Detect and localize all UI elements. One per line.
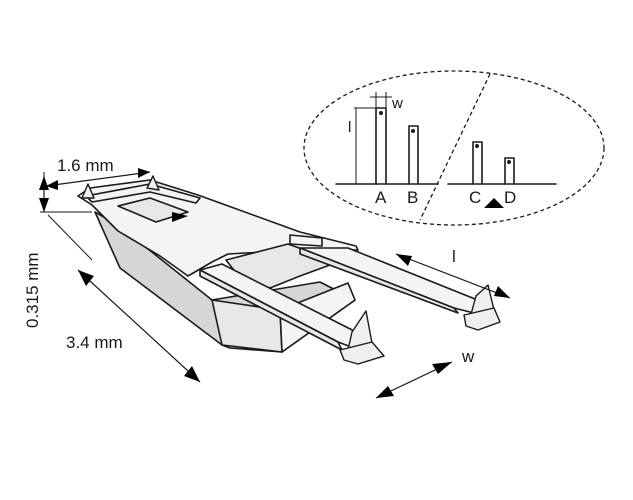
thickness-label: 0.315 mm: [23, 252, 42, 328]
inset-tip-b: [408, 125, 419, 185]
tip-long-base: [463, 307, 501, 331]
inset-l-label: l: [348, 119, 351, 136]
inset-ellipse: [303, 70, 605, 226]
inset-tip-c: [472, 141, 483, 185]
length-label: 3.4 mm: [66, 333, 123, 352]
inset-tip-label-a: A: [375, 188, 387, 207]
inset-tip-d: [504, 157, 515, 185]
inset-tip-label-c: C: [469, 188, 481, 207]
width-label: 1.6 mm: [57, 156, 114, 175]
tip-width-label: w: [461, 347, 475, 366]
tip-length-label: l: [452, 247, 456, 266]
inset-detail: [303, 70, 605, 226]
inset-divider: [419, 73, 491, 221]
inset-pointer: [484, 198, 504, 208]
tip-back-right: [146, 175, 160, 191]
raised-pad: [289, 234, 323, 247]
tip-short-base: [339, 341, 385, 365]
inset-tip-label-d: D: [504, 188, 516, 207]
inset-w-label: w: [391, 95, 403, 112]
tips: [81, 175, 501, 365]
tip-back-left: [81, 183, 95, 199]
inset-tip-label-b: B: [407, 188, 418, 207]
dimension-lines: [39, 168, 511, 399]
inset-tip-a: [375, 107, 387, 185]
direction-arrow: [172, 212, 188, 222]
cantilevers: [85, 183, 491, 351]
back-window: [117, 197, 189, 223]
cantilever-long-edge: [299, 247, 459, 314]
